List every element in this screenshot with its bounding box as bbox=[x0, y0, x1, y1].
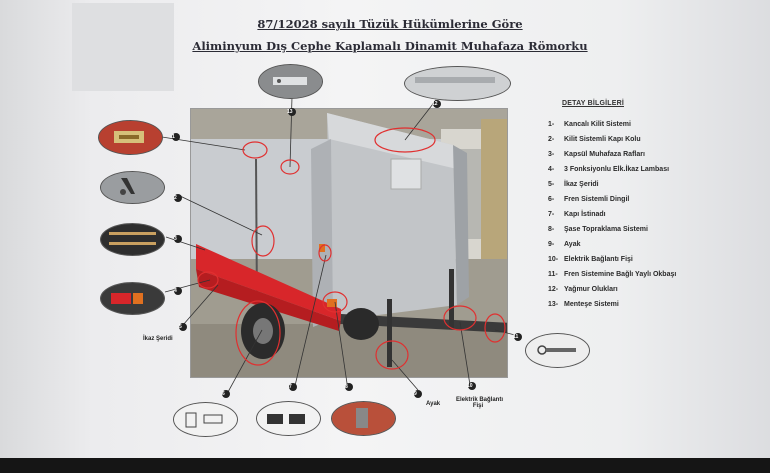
document-title-line2: Aliminyum Dış Cephe Kaplamalı Dinamit Mu… bbox=[192, 39, 588, 53]
detail-thumb-handle bbox=[100, 171, 165, 204]
callout-number-6: 6 bbox=[222, 391, 225, 397]
callout-number-5: 5 bbox=[179, 324, 182, 330]
callout-ikaz-word2: Şeridi bbox=[156, 336, 173, 342]
document-title-line1: 87/12028 sayılı Tüzük Hükümlerine Göre bbox=[257, 17, 523, 31]
bottom-edge bbox=[0, 458, 770, 473]
detail-thumb-door-stop bbox=[256, 401, 321, 436]
callout-number-4: 4 bbox=[174, 288, 177, 294]
detail-thumb-hitch bbox=[525, 333, 590, 368]
legend-item: 1-Kancalı Kilit Sistemi bbox=[548, 121, 631, 128]
callout-number-11: 11 bbox=[513, 334, 519, 340]
detail-thumb-gutter bbox=[404, 66, 511, 101]
legend-item: 11-Fren Sistemine Bağlı Yaylı Okbaşı bbox=[548, 271, 677, 278]
legend-item: 6-Fren Sistemli Dingil bbox=[548, 196, 630, 203]
legend-item: 9-Ayak bbox=[548, 241, 581, 248]
callout-number-2: 2 bbox=[174, 195, 177, 201]
callout-number-13: 13 bbox=[287, 109, 293, 115]
legend-list: 1-Kancalı Kilit Sistemi 2-Kilit Sistemli… bbox=[548, 117, 676, 312]
detail-thumb-lamp bbox=[100, 282, 165, 315]
callout-number-9: 9 bbox=[414, 391, 417, 397]
legend-item: 3-Kapsül Muhafaza Rafları bbox=[548, 151, 645, 158]
callout-number-7: 7 bbox=[289, 384, 292, 390]
legend-heading: DETAY BİLGİLERİ bbox=[562, 100, 624, 107]
callout-number-1: 1 bbox=[172, 134, 175, 140]
legend-item: 13-Menteşe Sistemi bbox=[548, 301, 619, 308]
callout-label-ayak: Ayak bbox=[426, 401, 441, 407]
callout-label-elektrik: Elektrik Bağlantı Fişi bbox=[456, 397, 504, 409]
legend-item: 4-3 Fonksiyonlu Elk.İkaz Lambası bbox=[548, 166, 670, 173]
callout-number-3: 3 bbox=[174, 236, 177, 242]
callout-ikaz-word1: İkaz bbox=[143, 336, 155, 342]
callout-elektrik-line2: Fişi bbox=[472, 403, 484, 409]
detail-thumb-hinge bbox=[258, 64, 323, 99]
legend-item: 7-Kapı İstinadı bbox=[548, 211, 606, 218]
trailer-photo bbox=[190, 108, 508, 378]
detail-thumb-axle bbox=[173, 402, 238, 437]
redacted-area bbox=[72, 3, 174, 91]
detail-thumb-lock bbox=[98, 120, 163, 155]
detail-thumb-shelves bbox=[100, 223, 165, 256]
legend-item: 5-İkaz Şeridi bbox=[548, 181, 599, 188]
callout-elektrik-line1: Elektrik Bağlantı bbox=[456, 397, 504, 403]
detail-thumb-grounding bbox=[331, 401, 396, 436]
legend-item: 2-Kilit Sistemli Kapı Kolu bbox=[548, 136, 641, 143]
legend-item: 12-Yağmur Olukları bbox=[548, 286, 618, 293]
callout-number-8: 8 bbox=[345, 384, 348, 390]
legend-item: 10-Elektrik Bağlantı Fişi bbox=[548, 256, 633, 263]
callout-label-ikaz: İkaz Şeridi bbox=[143, 336, 173, 342]
callout-number-12: 12 bbox=[432, 101, 438, 107]
legend-item: 8-Şase Topraklama Sistemi bbox=[548, 226, 648, 233]
callout-number-10: 10 bbox=[467, 383, 473, 389]
